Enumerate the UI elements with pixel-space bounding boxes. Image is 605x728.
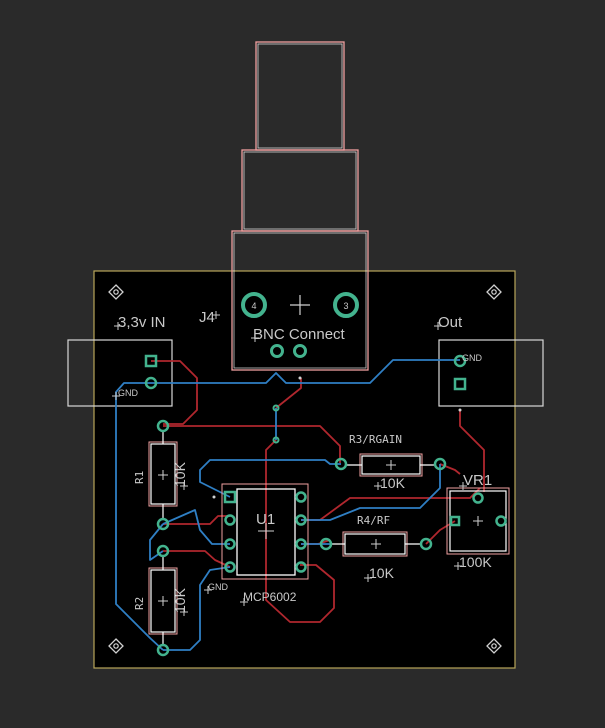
resistor-r3[interactable] — [334, 453, 447, 477]
label-u1-part: MCP6002 — [243, 590, 297, 604]
bnc-connector-outline — [231, 41, 369, 371]
label-vr1: VR1 — [463, 472, 492, 489]
label-vr1-value: 100K — [459, 554, 492, 570]
label-out: Out — [438, 314, 463, 331]
power-pad-1[interactable] — [144, 354, 158, 368]
resistor-r4[interactable] — [319, 531, 433, 557]
bnc-connector-silk — [233, 43, 367, 369]
label-u1: U1 — [256, 511, 275, 528]
label-bnc-connect: BNC Connect — [253, 326, 346, 343]
label-r2-value: 10K — [172, 587, 188, 613]
label-gnd-mid: GND — [208, 582, 229, 592]
out-pad-1[interactable] — [453, 377, 467, 391]
label-r2: R2 — [133, 597, 146, 610]
bottom-copper-traces — [115, 359, 460, 651]
label-r4-value: 10K — [369, 565, 395, 581]
label-pin4: 4 — [251, 301, 256, 311]
label-r1: R1 — [133, 471, 146, 484]
out-pad-gnd[interactable] — [453, 354, 467, 368]
label-r1-value: 10K — [172, 461, 188, 487]
label-power-in: 3,3v IN — [118, 314, 166, 331]
label-r3: R3/RGAIN — [349, 433, 402, 446]
pcb-board — [93, 270, 516, 669]
output-connector-outline — [438, 339, 544, 407]
label-pin3: 3 — [343, 301, 348, 311]
label-j4: J4 — [199, 309, 215, 326]
vias — [212, 376, 462, 499]
bnc-pad-3[interactable] — [333, 292, 359, 318]
label-gnd-left: GND — [118, 388, 139, 398]
power-pad-gnd[interactable] — [144, 376, 158, 390]
label-r3-value: 10K — [380, 475, 406, 491]
bnc-pad-b[interactable] — [293, 344, 307, 358]
bnc-pads[interactable] — [241, 292, 359, 358]
power-connector-outline — [67, 339, 173, 407]
label-r4: R4/RF — [357, 514, 390, 527]
origin-cross-icon — [290, 295, 310, 315]
bnc-pad-a[interactable] — [270, 344, 284, 358]
label-gnd-right: GND — [462, 353, 483, 363]
resistor-r2[interactable] — [148, 544, 178, 657]
bnc-pad-4[interactable] — [241, 292, 267, 318]
resistor-r1[interactable] — [148, 419, 178, 531]
ic-u1[interactable] — [221, 483, 309, 580]
trimmer-vr1[interactable] — [446, 487, 510, 555]
